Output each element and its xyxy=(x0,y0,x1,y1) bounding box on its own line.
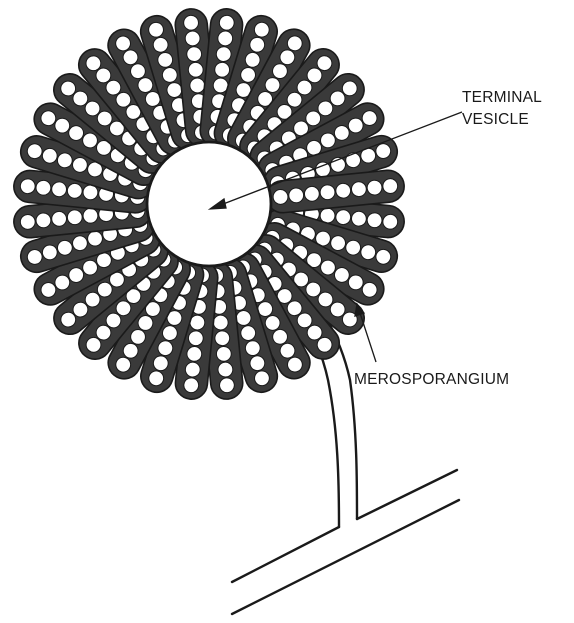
merosporangium-arrow-line xyxy=(360,313,376,362)
label-terminal: TERMINAL xyxy=(462,89,542,106)
hypha-upper-wall-right xyxy=(357,470,457,519)
hypha-upper-wall xyxy=(232,527,339,582)
hypha-lower-wall xyxy=(232,500,459,614)
terminal-vesicle xyxy=(147,142,271,266)
label-merosporangium: MEROSPORANGIUM xyxy=(354,371,509,388)
labels: TERMINAL VESICLE MEROSPORANGIUM xyxy=(354,89,542,388)
hypha-horizontal xyxy=(232,470,459,614)
label-vesicle: VESICLE xyxy=(462,111,529,128)
